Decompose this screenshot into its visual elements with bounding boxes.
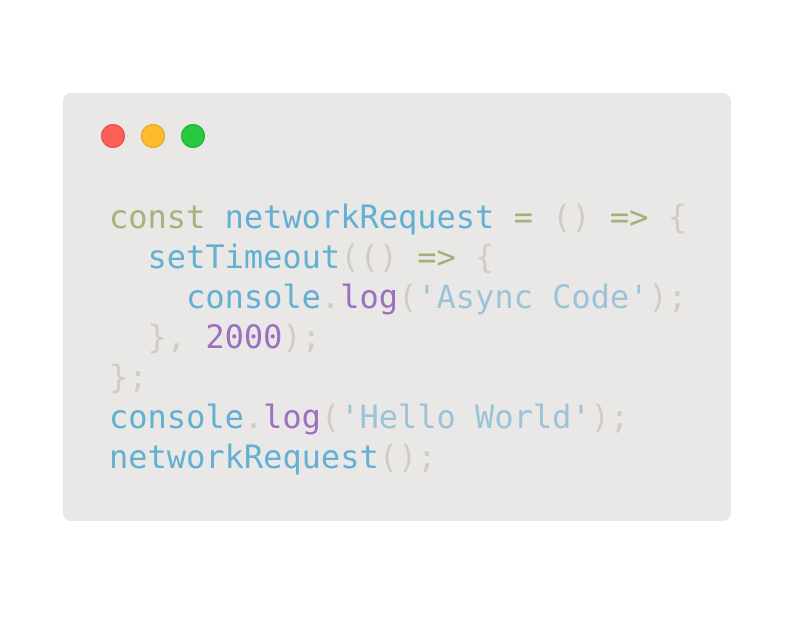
code-line: }, 2000);	[109, 317, 687, 357]
code-token: );	[590, 398, 630, 436]
code-token: log	[340, 278, 398, 316]
code-block: const networkRequest = () => { setTimeou…	[109, 197, 687, 477]
code-token: networkRequest	[109, 438, 379, 476]
code-token: (	[397, 278, 418, 316]
code-token: =>	[609, 198, 649, 236]
code-token	[109, 278, 186, 316]
code-window: const networkRequest = () => { setTimeou…	[63, 93, 731, 521]
minimize-button[interactable]	[141, 124, 165, 148]
code-token: 'Hello World'	[340, 398, 591, 436]
code-token: setTimeout	[147, 238, 341, 276]
code-line: console.log('Async Code');	[109, 277, 687, 317]
code-token: =	[513, 198, 533, 236]
code-line: };	[109, 357, 687, 397]
maximize-button[interactable]	[181, 124, 205, 148]
code-token: };	[109, 358, 148, 396]
code-token: console	[186, 278, 321, 316]
code-token: },	[109, 318, 206, 356]
code-token: );	[648, 278, 687, 316]
code-token: (	[320, 398, 341, 436]
code-line: setTimeout(() => {	[109, 237, 687, 277]
code-token: log	[263, 398, 321, 436]
code-token	[494, 198, 513, 236]
code-line: console.log('Hello World');	[109, 397, 687, 437]
code-token: {	[455, 238, 495, 276]
code-token: =>	[417, 238, 456, 276]
code-token: ();	[378, 438, 437, 476]
code-token: ()	[532, 198, 610, 236]
code-token: {	[648, 198, 687, 236]
code-token: 2000	[205, 318, 283, 356]
code-token	[205, 198, 224, 236]
close-button[interactable]	[101, 124, 125, 148]
code-line: const networkRequest = () => {	[109, 197, 687, 237]
code-token	[109, 238, 148, 276]
code-token: .	[243, 398, 264, 436]
code-token: .	[320, 278, 341, 316]
code-token: console	[109, 398, 244, 436]
code-token: 'Async Code'	[417, 278, 649, 316]
code-token: networkRequest	[224, 198, 495, 236]
code-line: networkRequest();	[109, 437, 687, 477]
code-token: );	[282, 318, 321, 356]
code-token: const	[109, 198, 206, 236]
code-token: (()	[340, 238, 418, 276]
